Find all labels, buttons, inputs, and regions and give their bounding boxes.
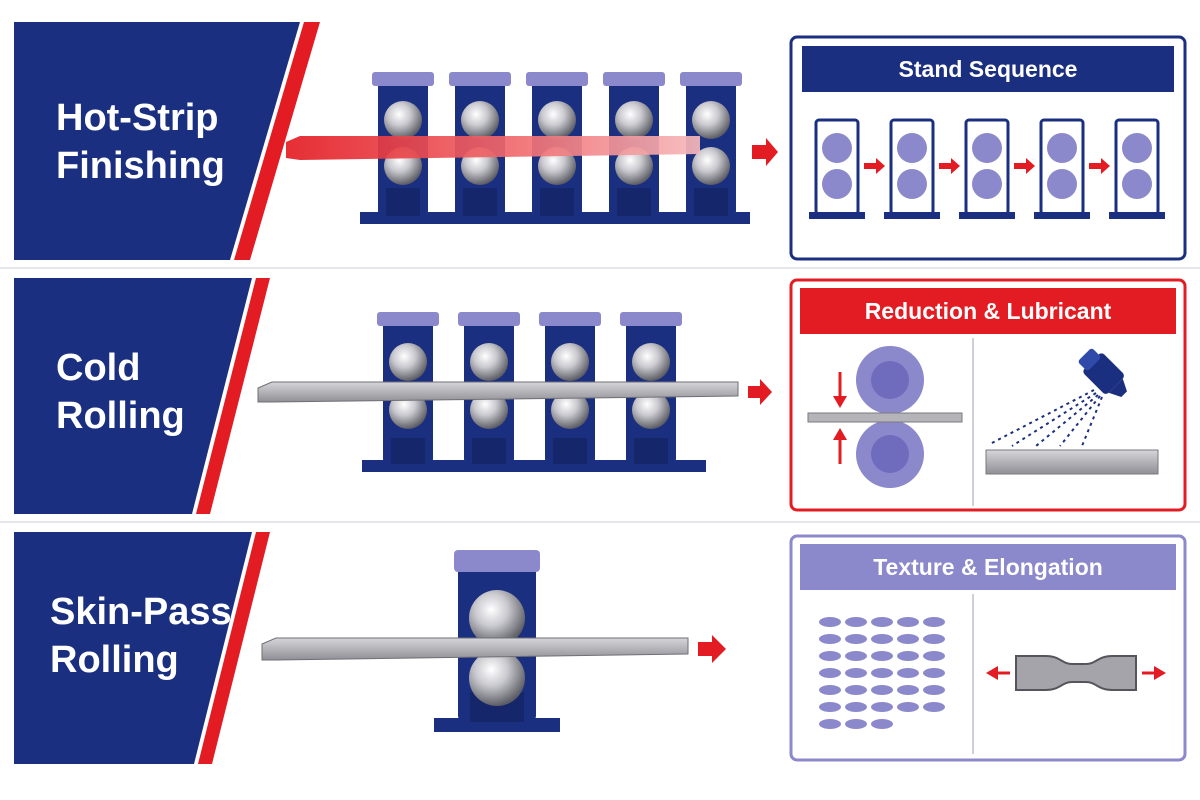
mini-stand-3	[959, 118, 1015, 219]
top-roll	[469, 590, 525, 646]
thin-strip	[807, 412, 963, 423]
texture-grains	[819, 617, 945, 729]
label-block	[14, 532, 252, 764]
label-block	[14, 278, 252, 514]
left-elongation-arrow	[986, 666, 998, 680]
panel-title: Texture & Elongation	[873, 554, 1103, 580]
label-block	[14, 22, 300, 260]
row-label: Cold Rolling	[56, 344, 185, 440]
panel-title: Stand Sequence	[898, 56, 1078, 82]
row-skin-pass: Skin-Pass Rolling Texture & Elongation	[0, 522, 1200, 784]
cold-strip	[257, 381, 739, 403]
flow-arrow	[748, 379, 772, 405]
row-cold-rolling: Cold Rolling Reduction & Lubricant	[0, 268, 1200, 530]
label-line-1: Cold	[56, 347, 141, 389]
spray-nozzle-icon	[1078, 348, 1127, 397]
panel-title: Reduction & Lubricant	[864, 298, 1112, 324]
lubricated-strip	[985, 449, 1159, 475]
skin-pass-strip	[261, 637, 689, 661]
reduction-diagram	[807, 346, 963, 488]
label-stripe	[234, 22, 320, 260]
lubricant-spray	[985, 348, 1159, 475]
panel-header	[800, 544, 1176, 590]
label-line-2: Finishing	[56, 145, 225, 187]
label-line-2: Rolling	[50, 639, 179, 681]
stand-5	[680, 72, 742, 216]
label-stripe	[196, 278, 270, 514]
mill-base	[360, 212, 750, 224]
bottom-roll	[469, 650, 525, 706]
mill-base	[434, 718, 560, 732]
spray-lines	[989, 389, 1103, 447]
label-line-2: Rolling	[56, 395, 185, 437]
tensile-specimen	[986, 655, 1166, 691]
flow-arrow	[698, 635, 726, 663]
right-elongation-arrow	[1154, 666, 1166, 680]
top-roll	[384, 101, 422, 139]
skin-pass-scene	[14, 532, 1187, 764]
row-divider	[0, 267, 1200, 269]
mini-stand-2	[884, 118, 940, 219]
hot-strip-scene	[14, 22, 1187, 261]
skin-pass-stand	[454, 550, 540, 722]
label-line-1: Skin-Pass	[50, 591, 232, 633]
row-label: Skin-Pass Rolling	[50, 588, 232, 684]
mini-stand-4	[1034, 118, 1090, 219]
flow-arrow	[752, 138, 778, 166]
label-line-1: Hot-Strip	[56, 97, 219, 139]
up-force-arrow	[833, 428, 847, 440]
row-label: Hot-Strip Finishing	[56, 94, 225, 190]
row-divider	[0, 521, 1200, 523]
mini-stand-5	[1109, 118, 1165, 219]
mini-stand-1	[809, 118, 865, 219]
panel-header	[800, 288, 1176, 334]
hot-strip	[286, 136, 700, 160]
down-force-arrow	[833, 396, 847, 408]
panel-header	[802, 46, 1174, 92]
cold-rolling-scene	[14, 278, 1187, 514]
mill-base	[362, 460, 706, 472]
label-stripe	[198, 532, 270, 764]
row-hot-strip: Hot-Strip Finishing Stand Sequence	[0, 12, 1200, 274]
